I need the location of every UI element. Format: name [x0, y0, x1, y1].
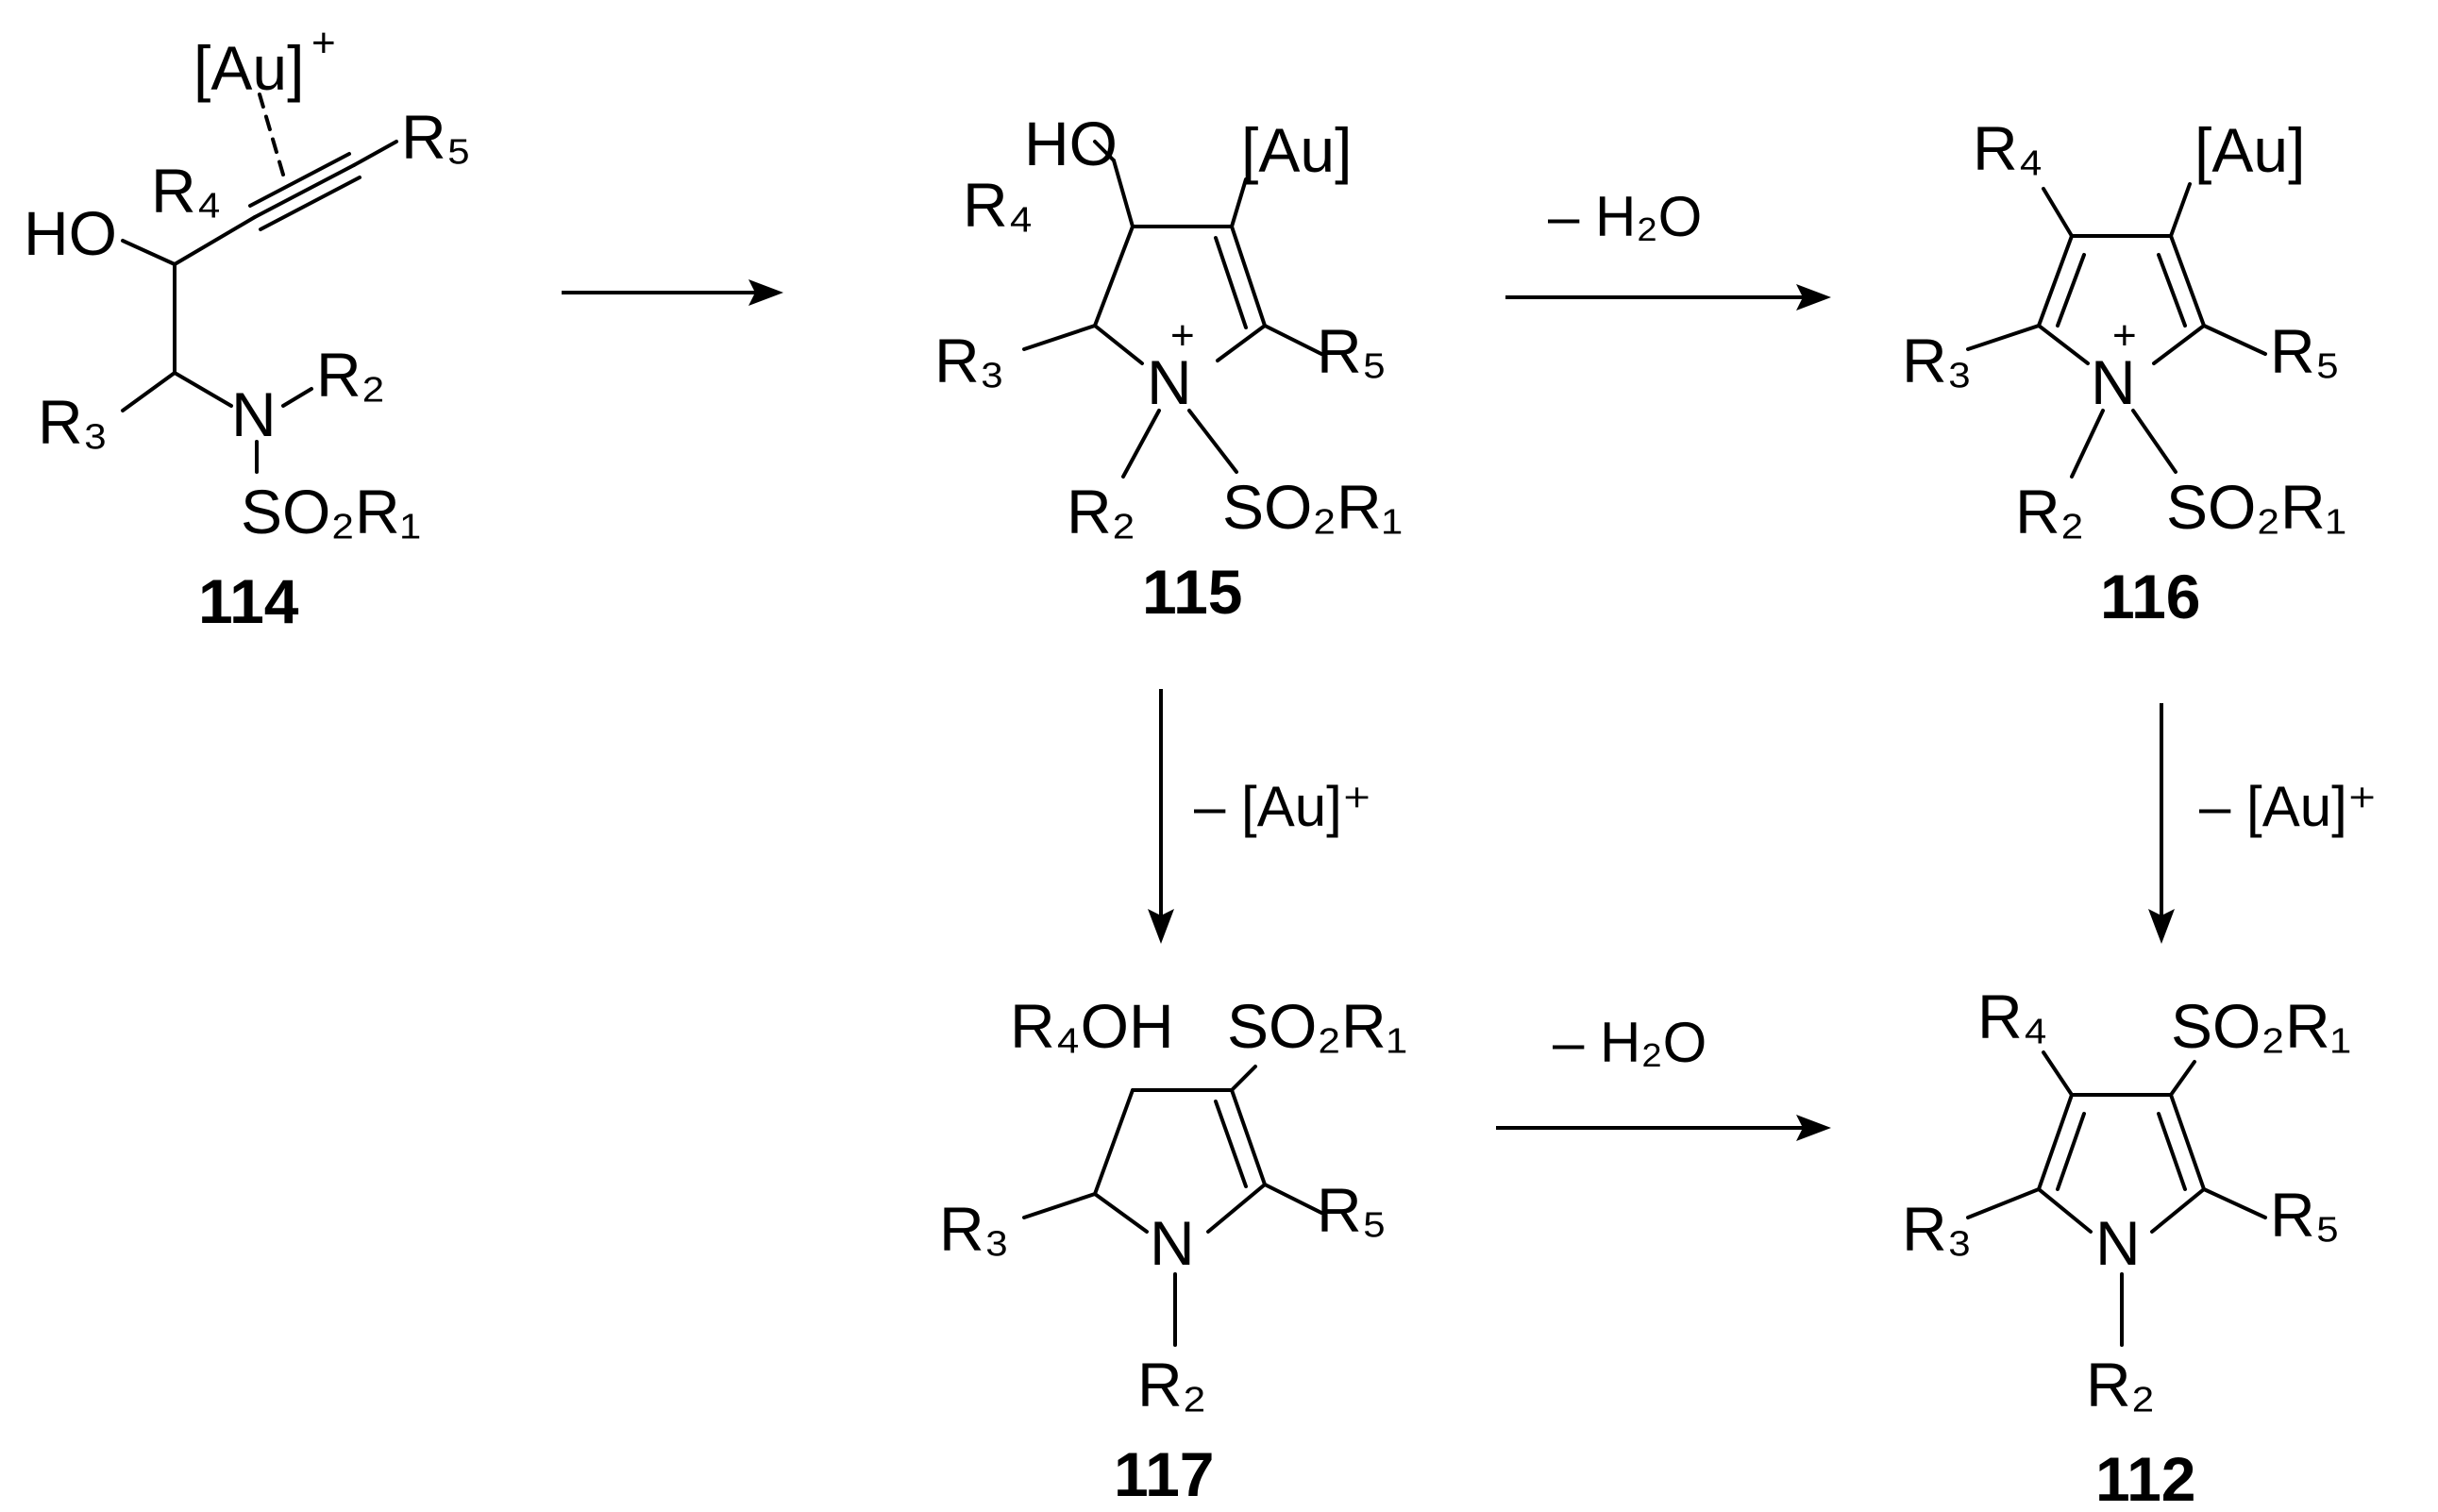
- compound-number-115: 115: [1142, 557, 1242, 627]
- r5-label: R₅: [401, 102, 471, 172]
- compound-117: R₄OH SO₂R₁ R₃ R₅ N R₂ 117: [939, 991, 1407, 1509]
- r2-label: R₂: [2015, 477, 2084, 546]
- nitrogen-label: N: [1147, 347, 1192, 417]
- gold-label: [Au]: [2194, 115, 2305, 185]
- r4oh-label: R₄OH: [1010, 991, 1174, 1061]
- compound-112: R₄ SO₂R₁ R₃ R₅ N R₂ 112: [1902, 982, 2351, 1512]
- cation-charge: +: [311, 20, 336, 66]
- r4-label: R₄: [151, 156, 222, 226]
- r3-label: R₃: [1902, 1194, 1973, 1264]
- sulfonyl-label: SO₂R₁: [2166, 472, 2346, 542]
- r5-label: R₅: [2270, 316, 2340, 386]
- r2-label: R₂: [2086, 1350, 2155, 1420]
- compound-115: HO [Au] R₄ R₃ R₅ N + R₂ SO₂R₁ 115: [934, 109, 1403, 627]
- compound-114: [Au] + R₅ R₄ HO N R₂ R₃ SO₂R₁ 114: [24, 20, 471, 636]
- step-reagent: – H₂O: [1553, 1011, 1707, 1074]
- r4-label: R₄: [963, 170, 1034, 240]
- pyrrolium-charge: +: [2112, 312, 2137, 359]
- r3-label: R₃: [1902, 326, 1973, 395]
- nitrogen-label: N: [2091, 347, 2136, 417]
- step-reagent: – [Au]⁺: [1194, 775, 1371, 838]
- compound-number-116: 116: [2100, 562, 2200, 631]
- r4-label: R₄: [1977, 982, 2048, 1051]
- compound-number-117: 117: [1114, 1439, 1214, 1509]
- au-cation-label: [Au]: [193, 33, 304, 103]
- arrow-115-to-117: – [Au]⁺: [1148, 689, 1371, 944]
- hydroxyl-label: HO: [1024, 109, 1118, 178]
- r4-label: R₄: [1973, 113, 2043, 183]
- r2-label: R₂: [1137, 1350, 1206, 1420]
- gold-label: [Au]: [1241, 115, 1352, 185]
- r3-label: R₃: [939, 1194, 1010, 1264]
- compound-number-112: 112: [2095, 1444, 2195, 1512]
- hydroxyl-label: HO: [24, 198, 117, 268]
- r5-label: R₅: [2270, 1180, 2340, 1250]
- sulfonyl-label: SO₂R₁: [2171, 991, 2351, 1061]
- step-reagent: – [Au]⁺: [2199, 775, 2377, 838]
- sulfonyl-label: SO₂R₁: [1227, 991, 1407, 1061]
- arrow-115-to-116: – H₂O: [1505, 185, 1831, 311]
- nitrogen-label: N: [2095, 1208, 2141, 1278]
- r3-label: R₃: [934, 326, 1005, 395]
- arrow-116-to-112: – [Au]⁺: [2148, 703, 2377, 944]
- nitrogen-label: N: [231, 379, 277, 449]
- r5-label: R₅: [1317, 1175, 1387, 1245]
- compound-116: R₄ [Au] R₃ R₅ N + R₂ SO₂R₁ 116: [1902, 113, 2346, 631]
- arrow-117-to-112: – H₂O: [1496, 1011, 1831, 1141]
- r5-label: R₅: [1317, 316, 1387, 386]
- arrow-114-to-115: [562, 279, 783, 306]
- r2-label: R₂: [316, 340, 385, 410]
- nitrogen-label: N: [1150, 1208, 1195, 1278]
- iminium-charge: +: [1170, 312, 1195, 359]
- sulfonyl-label: SO₂R₁: [241, 477, 421, 546]
- compound-number-114: 114: [198, 566, 299, 636]
- r2-label: R₂: [1067, 477, 1135, 546]
- step-reagent: – H₂O: [1548, 185, 1702, 248]
- r3-label: R₃: [38, 387, 109, 457]
- sulfonyl-label: SO₂R₁: [1222, 472, 1403, 542]
